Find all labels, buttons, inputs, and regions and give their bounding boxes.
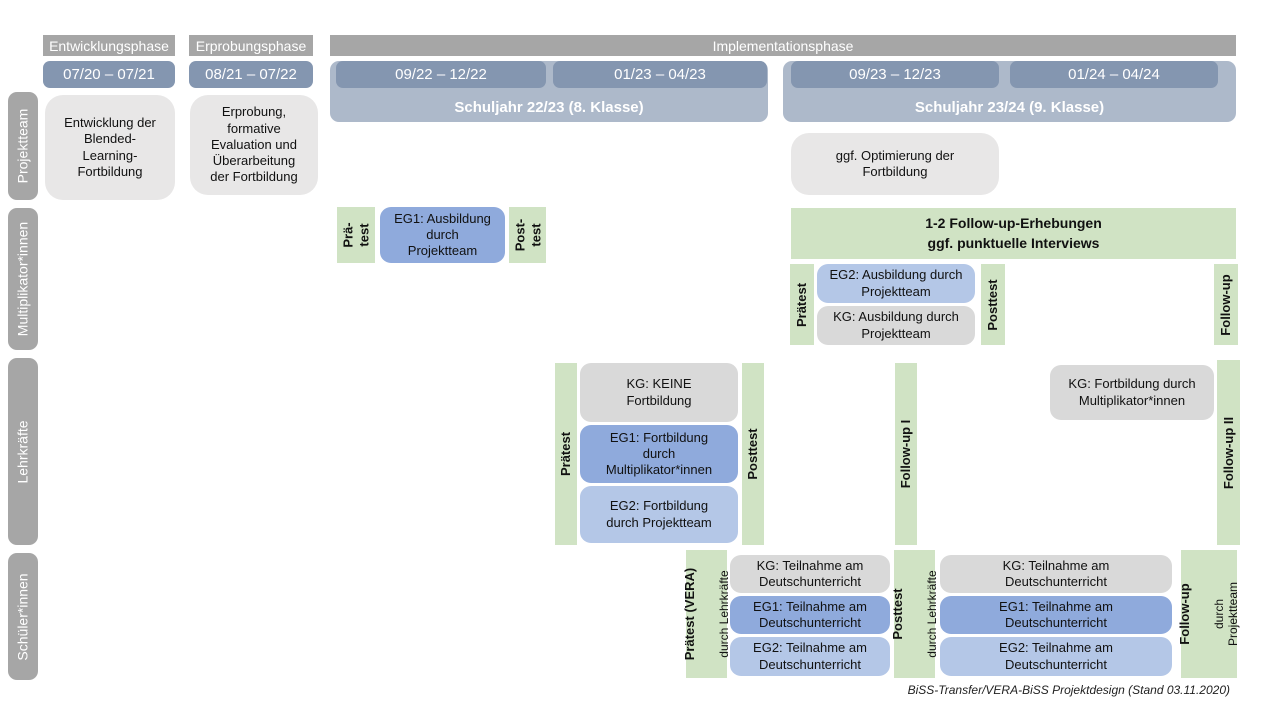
bar-followup-1-lehrkraefte-label: Follow-up I <box>898 419 914 489</box>
band-followup-erhebungen: 1-2 Follow-up-Erhebungen ggf. punktuelle… <box>791 208 1236 259</box>
bar-posttest-multiplikatoren-2-label: Posttest <box>985 278 1001 331</box>
date-range-0720-0721: 07/20 – 07/21 <box>43 61 175 88</box>
row-label-lehrkraefte: Lehrkräfte <box>8 358 38 545</box>
row-label-multiplikatoren-text: Multiplikator*innen <box>14 221 31 337</box>
bar-posttest-lehrkraefte: Posttest <box>742 363 764 545</box>
bar-posttest-multiplikatoren-1: Post- test <box>509 207 546 263</box>
date-range-0124-0424: 01/24 – 04/24 <box>1010 61 1218 88</box>
schoolyear-label-22-23: Schuljahr 22/23 (8. Klasse) <box>454 99 644 116</box>
bar-followup-multiplikatoren-label: Follow-up <box>1218 273 1234 336</box>
bar-posttest-lehrkraefte-label: Posttest <box>745 428 761 480</box>
followup-schueler-sub: durch Projektteam <box>1212 581 1241 647</box>
bar-followup-1-lehrkraefte: Follow-up I <box>895 363 917 545</box>
bar-posttest-multiplikatoren-2: Posttest <box>981 264 1005 345</box>
row-label-lehrkraefte-text: Lehrkräfte <box>14 419 31 484</box>
box-kg-fortbildung-multiplikatoren: KG: Fortbildung durch Multiplikator*inne… <box>1050 365 1214 420</box>
box-kg-keine-fortbildung: KG: KEINE Fortbildung <box>580 363 738 422</box>
bar-praetest-lehrkraefte-label: Prätest <box>558 431 574 477</box>
date-range-0922-1222: 09/22 – 12/22 <box>336 61 546 88</box>
row-label-projektteam: Projektteam <box>8 92 38 200</box>
row-label-multiplikatoren: Multiplikator*innen <box>8 208 38 350</box>
date-range-0821-0722: 08/21 – 07/22 <box>189 61 313 88</box>
box-entwicklung-blended-learning: Entwicklung der Blended- Learning- Fortb… <box>45 95 175 200</box>
praetest-vera-sub: durch Lehrkräfte <box>716 570 731 658</box>
bar-followup-schueler: Follow-up durch Projektteam <box>1177 550 1240 678</box>
bar-praetest-multiplikatoren-2: Prätest <box>790 264 814 345</box>
praetest-vera-main: Prätest (VERA) <box>681 567 697 661</box>
caption: BiSS-Transfer/VERA-BiSS Projektdesign (S… <box>907 683 1230 697</box>
phase-header-entwicklungsphase: Entwicklungsphase <box>43 35 175 56</box>
date-range-0123-0423: 01/23 – 04/23 <box>553 61 767 88</box>
row-label-schueler-text: Schüler*innen <box>14 572 31 661</box>
box-optimierung-fortbildung: ggf. Optimierung der Fortbildung <box>791 133 999 195</box>
bar-praetest-multiplikatoren-1: Prä- test <box>337 207 375 263</box>
bar-posttest-multiplikatoren-1-label: Post- test <box>511 218 543 252</box>
bar-praetest-multiplikatoren-1-label: Prä- test <box>340 222 371 248</box>
box-eg1-ausbildung-projektteam: EG1: Ausbildung durch Projektteam <box>380 207 505 263</box>
row-label-schueler: Schüler*innen <box>8 553 38 680</box>
box-eg2-ausbildung-projektteam: EG2: Ausbildung durch Projektteam <box>817 264 975 303</box>
date-range-0923-1223: 09/23 – 12/23 <box>791 61 999 88</box>
box-kg-teilnahme-2: KG: Teilnahme am Deutschunterricht <box>940 555 1172 593</box>
bar-followup-schueler-label: Follow-up durch Projektteam <box>1158 582 1260 646</box>
bar-followup-2-lehrkraefte-label: Follow-up II <box>1220 416 1236 489</box>
bar-praetest-vera-schueler: Prätest (VERA) durch Lehrkräfte <box>682 550 731 678</box>
box-eg1-teilnahme-2: EG1: Teilnahme am Deutschunterricht <box>940 596 1172 634</box>
bar-praetest-lehrkraefte: Prätest <box>555 363 577 545</box>
box-erprobung-evaluation: Erprobung, formative Evaluation und Über… <box>190 95 318 195</box>
posttest-schueler-sub: durch Lehrkräfte <box>924 570 939 658</box>
phase-header-implementationsphase: Implementationsphase <box>330 35 1236 56</box>
box-eg1-teilnahme-1: EG1: Teilnahme am Deutschunterricht <box>730 596 890 634</box>
bar-followup-2-lehrkraefte: Follow-up II <box>1217 360 1240 545</box>
posttest-schueler-main: Posttest <box>889 588 905 640</box>
row-label-projektteam-text: Projektteam <box>14 108 31 184</box>
phase-header-erprobungsphase: Erprobungsphase <box>189 35 313 56</box>
bar-followup-multiplikatoren: Follow-up <box>1214 264 1238 345</box>
box-eg2-fortbildung-projektteam: EG2: Fortbildung durch Projektteam <box>580 486 738 543</box>
box-eg1-fortbildung-multiplikatoren: EG1: Fortbildung durch Multiplikator*inn… <box>580 425 738 483</box>
bar-posttest-schueler: Posttest durch Lehrkräfte <box>890 550 939 678</box>
box-eg2-teilnahme-1: EG2: Teilnahme am Deutschunterricht <box>730 637 890 676</box>
bar-praetest-multiplikatoren-2-label: Prätest <box>794 282 810 327</box>
schoolyear-label-23-24: Schuljahr 23/24 (9. Klasse) <box>914 99 1105 116</box>
box-kg-ausbildung-projektteam: KG: Ausbildung durch Projektteam <box>817 306 975 345</box>
box-kg-teilnahme-1: KG: Teilnahme am Deutschunterricht <box>730 555 890 593</box>
box-eg2-teilnahme-2: EG2: Teilnahme am Deutschunterricht <box>940 637 1172 676</box>
followup-schueler-main: Follow-up <box>1177 583 1193 645</box>
